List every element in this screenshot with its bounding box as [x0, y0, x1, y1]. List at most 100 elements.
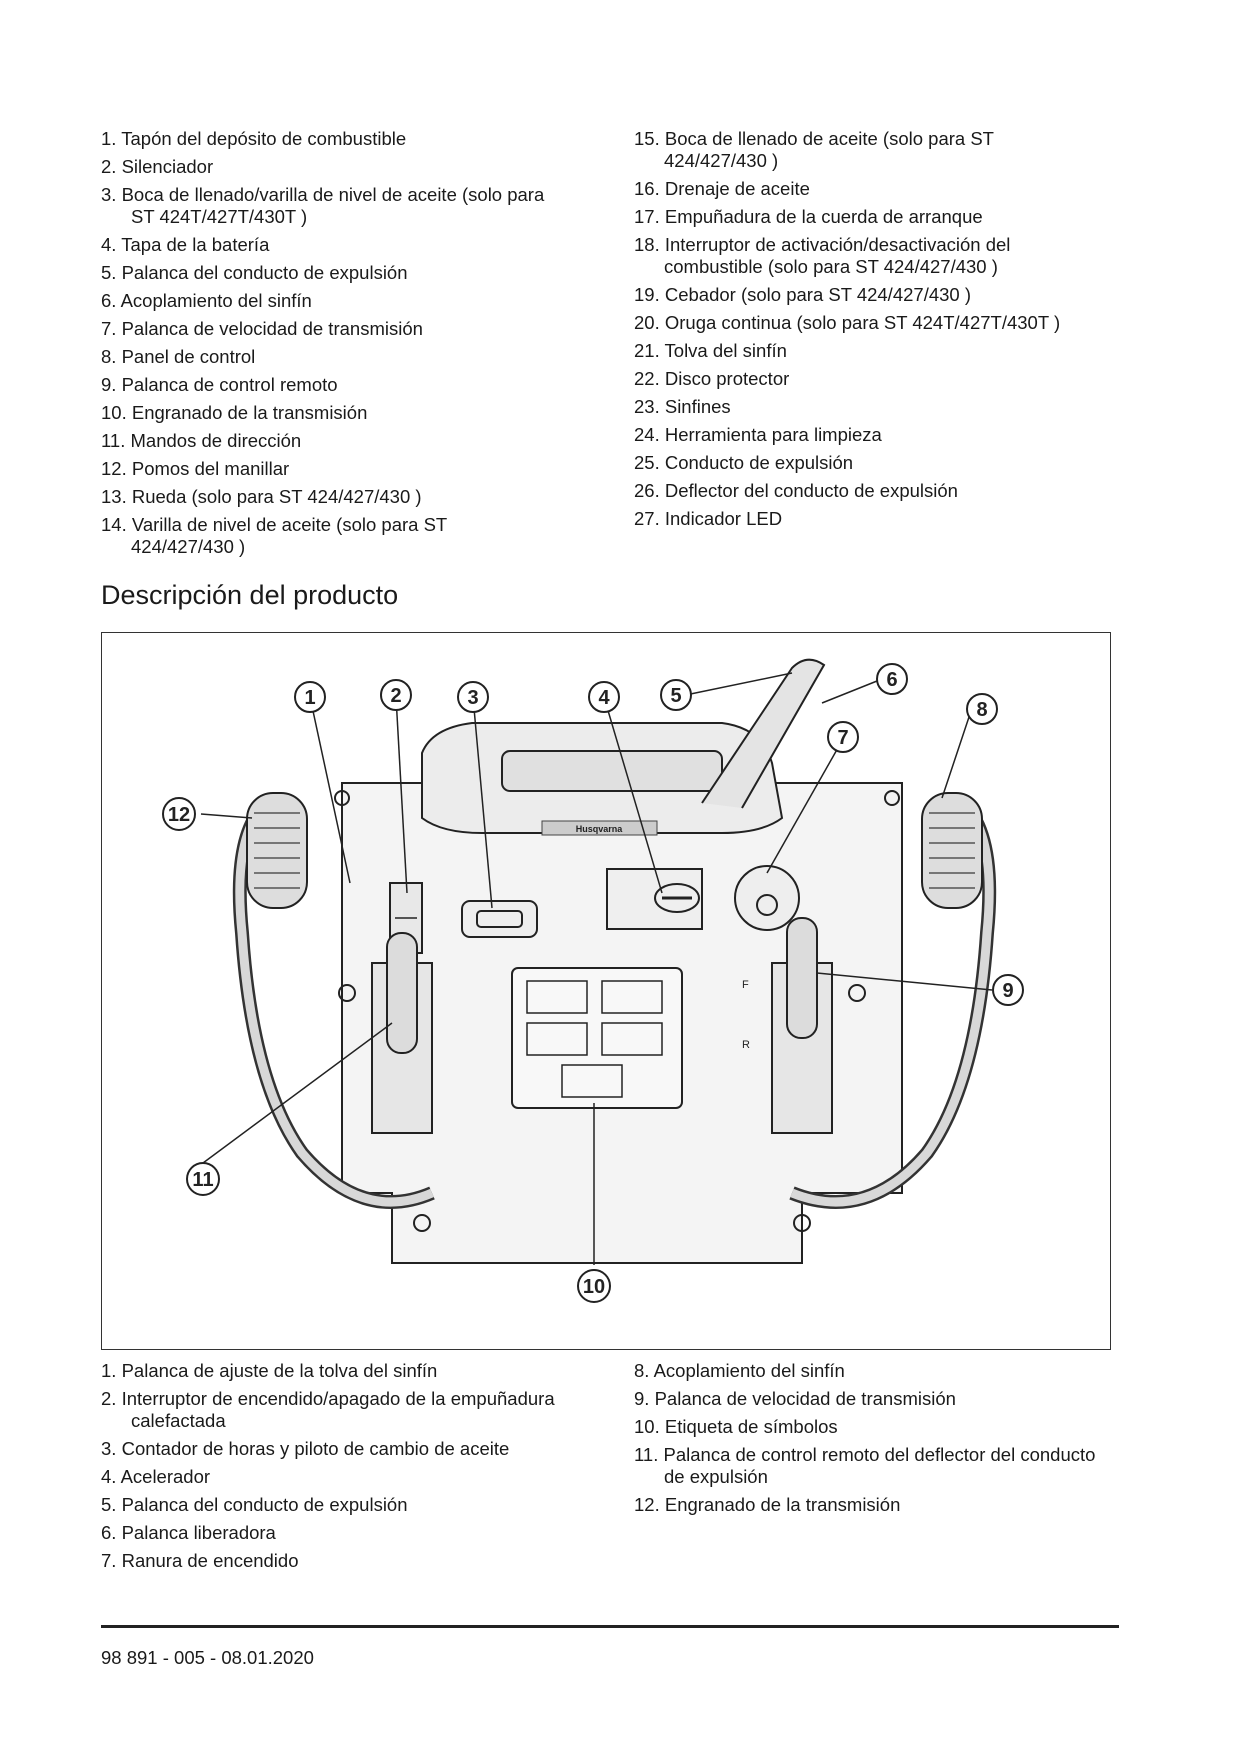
- item-text: Palanca del conducto de expulsión: [121, 262, 408, 283]
- item-number: 6.: [101, 290, 117, 311]
- callout-label: 11: [192, 1169, 213, 1191]
- item-text: Palanca liberadora: [121, 1522, 276, 1543]
- item-number: 4.: [101, 1466, 117, 1487]
- item-text: Indicador LED: [664, 508, 783, 529]
- list-item: 1. Palanca de ajuste de la tolva del sin…: [101, 1360, 601, 1382]
- callout-10: 10: [577, 1269, 611, 1303]
- item-number: 4.: [101, 234, 117, 255]
- item-text: Tapa de la batería: [121, 234, 270, 255]
- list-item: 3. Boca de llenado/varilla de nivel de a…: [101, 184, 591, 228]
- callout-label: 7: [837, 727, 848, 749]
- item-text: Ranura de encendido: [121, 1550, 299, 1571]
- item-text-continuation: de expulsión: [664, 1466, 768, 1487]
- item-number: 12.: [634, 1494, 660, 1515]
- item-text: Panel de control: [121, 346, 256, 367]
- item-number: 1.: [101, 1360, 117, 1381]
- callout-9: 9: [992, 974, 1024, 1006]
- callout-label: 10: [583, 1276, 605, 1298]
- item-number: 26.: [634, 480, 660, 501]
- item-number: 14.: [101, 514, 127, 535]
- item-text: Tapón del depósito de combustible: [121, 128, 407, 149]
- section-title: Descripción del producto: [101, 580, 399, 610]
- callout-label: 4: [598, 687, 610, 709]
- item-text: Deflector del conducto de expulsión: [664, 480, 958, 501]
- item-number: 8.: [101, 346, 117, 367]
- item-number: 2.: [101, 156, 117, 177]
- footer-divider: [101, 1625, 1119, 1628]
- lever-label-reverse: R: [742, 1039, 750, 1051]
- list-item: 18. Interruptor de activación/desactivac…: [634, 234, 1154, 278]
- list-item: 19. Cebador (solo para ST 424/427/430 ): [634, 284, 1154, 306]
- item-number: 5.: [101, 1494, 117, 1515]
- list-item: 9. Palanca de control remoto: [101, 374, 591, 396]
- parts-list-top-right: 15. Boca de llenado de aceite (solo para…: [634, 128, 1154, 536]
- callout-12: 12: [162, 797, 196, 831]
- item-number: 9.: [101, 374, 117, 395]
- callout-label: 12: [168, 804, 190, 826]
- list-item: 4. Tapa de la batería: [101, 234, 591, 256]
- list-item: 20. Oruga continua (solo para ST 424T/42…: [634, 312, 1154, 334]
- item-number: 25.: [634, 452, 660, 473]
- list-item: 9. Palanca de velocidad de transmisión: [634, 1388, 1154, 1410]
- list-item: 1. Tapón del depósito de combustible: [101, 128, 591, 150]
- brand-label: Husqvarna: [576, 824, 624, 834]
- list-item: 11. Palanca de control remoto del deflec…: [634, 1444, 1154, 1488]
- item-number: 27.: [634, 508, 660, 529]
- item-text: Empuñadura de la cuerda de arranque: [664, 206, 983, 227]
- item-number: 11.: [101, 430, 126, 451]
- item-text: Tolva del sinfín: [664, 340, 787, 361]
- item-number: 7.: [101, 1550, 117, 1571]
- item-text: Conducto de expulsión: [664, 452, 854, 473]
- list-item: 15. Boca de llenado de aceite (solo para…: [634, 128, 1154, 172]
- item-number: 13.: [101, 486, 127, 507]
- item-text: Drenaje de aceite: [664, 178, 810, 199]
- list-item: 4. Acelerador: [101, 1466, 601, 1488]
- list-item: 8. Acoplamiento del sinfín: [634, 1360, 1154, 1382]
- list-item: 27. Indicador LED: [634, 508, 1154, 530]
- item-number: 20.: [634, 312, 660, 333]
- item-text: Silenciador: [121, 156, 214, 177]
- list-item: 26. Deflector del conducto de expulsión: [634, 480, 1154, 502]
- callout-8: 8: [966, 693, 998, 725]
- item-number: 3.: [101, 184, 117, 205]
- control-panel-figure: Husqvarna F R 1 2 3 4 5 6 7 8: [101, 632, 1111, 1350]
- item-number: 10.: [634, 1416, 660, 1437]
- list-item: 7. Ranura de encendido: [101, 1550, 601, 1572]
- list-item: 2. Interruptor de encendido/apagado de l…: [101, 1388, 601, 1432]
- control-panel-drawing: Husqvarna F R 1 2 3 4 5 6 7 8: [162, 658, 1024, 1303]
- item-text: Acoplamiento del sinfín: [120, 290, 312, 311]
- item-number: 19.: [634, 284, 660, 305]
- item-text-continuation: combustible (solo para ST 424/427/430 ): [664, 256, 998, 277]
- item-text: Palanca del conducto de expulsión: [121, 1494, 408, 1515]
- item-text-continuation: 424/427/430 ): [131, 536, 246, 557]
- item-number: 7.: [101, 318, 117, 339]
- lever-label-forward: F: [742, 979, 749, 991]
- list-item: 6. Palanca liberadora: [101, 1522, 601, 1544]
- callout-label: 9: [1002, 980, 1013, 1002]
- list-item: 12. Pomos del manillar: [101, 458, 591, 480]
- callout-11: 11: [186, 1162, 220, 1196]
- list-item: 13. Rueda (solo para ST 424/427/430 ): [101, 486, 591, 508]
- item-text: Palanca de velocidad de transmisión: [654, 1388, 956, 1409]
- item-text: Rueda (solo para ST 424/427/430 ): [131, 486, 422, 507]
- parts-list-top-left: 1. Tapón del depósito de combustible 2. S…: [101, 128, 591, 564]
- item-number: 24.: [634, 424, 660, 445]
- item-text: Disco protector: [664, 368, 790, 389]
- item-text: Boca de llenado/varilla de nivel de acei…: [121, 184, 545, 205]
- item-number: 21.: [634, 340, 660, 361]
- item-text: Boca de llenado de aceite (solo para ST: [664, 128, 994, 149]
- item-text: Palanca de velocidad de transmisión: [121, 318, 423, 339]
- item-text: Palanca de control remoto: [121, 374, 338, 395]
- item-number: 17.: [634, 206, 660, 227]
- list-item: 25. Conducto de expulsión: [634, 452, 1154, 474]
- item-number: 2.: [101, 1388, 117, 1409]
- list-item: 12. Engranado de la transmisión: [634, 1494, 1154, 1516]
- item-number: 23.: [634, 396, 660, 417]
- item-number: 5.: [101, 262, 117, 283]
- item-number: 10.: [101, 402, 127, 423]
- item-number: 3.: [101, 1438, 117, 1459]
- list-item: 24. Herramienta para limpieza: [634, 424, 1154, 446]
- item-number: 12.: [101, 458, 127, 479]
- item-text-continuation: ST 424T/427T/430T ): [131, 206, 308, 227]
- item-text: Herramienta para limpieza: [664, 424, 882, 445]
